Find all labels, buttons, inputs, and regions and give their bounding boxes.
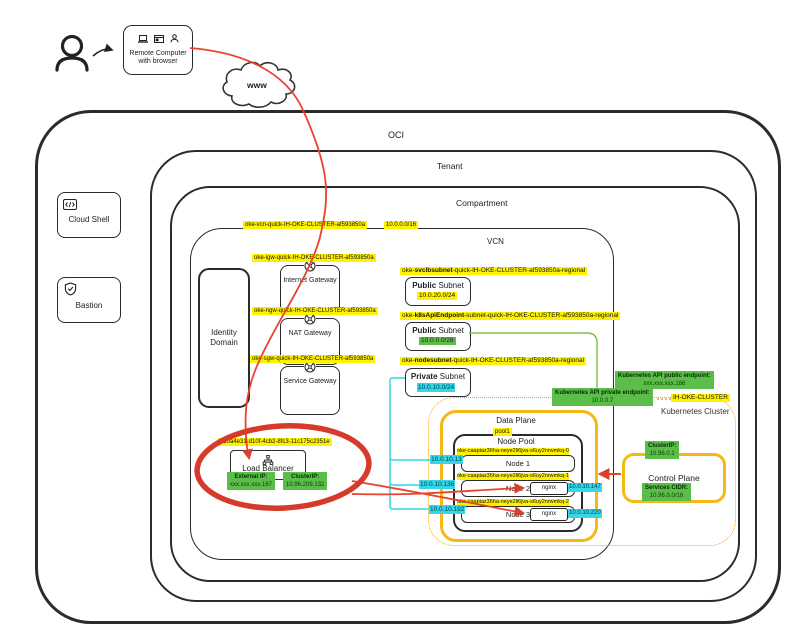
node3-name-label: oke-caapiaz36ha-neye2li6jva-s6uy2nrwmkq-… <box>457 499 569 506</box>
k8sapi-subnet-name-label: oke-k8sApiEndpoint-subnet-quick-IH-OKE-C… <box>400 312 621 320</box>
nat-gateway-label: NAT Gateway <box>288 330 332 337</box>
remote-computer-label: Remote Computer with browser <box>129 50 187 65</box>
control-plane-clusterip-label: ClusterIP:10.96.0.1 <box>645 441 680 459</box>
vcn-label: VCN <box>487 237 504 246</box>
control-plane-title: Control Plane <box>648 473 700 483</box>
k8s-api-private-endpoint-label: Kubernetes API private endpoint:10.0.0.7 <box>552 388 653 406</box>
node2-name-label: oke-caapiaz36ha-neye2li6jva-s6uy2nrwmkq-… <box>457 473 569 480</box>
bastion-box: Bastion <box>57 277 121 323</box>
compartment-label: Compartment <box>456 198 508 208</box>
svclb-subnet-name-label: oke-svclbsubnet-quick-IH-OKE-CLUSTER-af5… <box>400 267 588 275</box>
svclb-subnet-cidr-label: 10.0.20.0/24 <box>417 292 458 300</box>
node2-pod-ip-label: 10.0.10.147 <box>568 483 602 492</box>
internet-gateway-label: Internet Gateway <box>283 277 337 284</box>
node1-box: Node 1 <box>461 455 575 472</box>
igw-name-label: oke-igw-quick-IH-OKE-CLUSTER-af593850a <box>252 254 376 262</box>
service-gateway-label: Service Gateway <box>283 378 337 385</box>
cloud-shell-box: Cloud Shell <box>57 192 121 238</box>
node-pool-name-label: pool1 <box>493 428 512 436</box>
node1-title: Node 1 <box>505 459 531 468</box>
gateway-icon <box>304 260 316 275</box>
node2-title: Node 2 <box>505 484 531 493</box>
user-small-icon <box>170 30 179 48</box>
lb-id-label: b20a4e31-d10f-4cb2-8fc3-11c175c2351e <box>218 438 332 446</box>
bastion-shield-icon <box>64 282 77 301</box>
laptop-icon <box>137 30 148 48</box>
oci-label: OCI <box>388 130 405 140</box>
node-pool-title: Node Pool <box>497 437 535 446</box>
node3-nginx-pod: nginx <box>530 508 568 521</box>
cloud-shell-label: Cloud Shell <box>68 215 110 224</box>
cluster-name-label: IH-OKE-CLUSTER <box>671 394 730 402</box>
data-plane-title: Data Plane <box>496 416 536 425</box>
node2-nginx-pod: nginx <box>530 482 568 495</box>
sgw-name-label: oke-sgw-quick-IH-OKE-CLUSTER-af593850a <box>250 355 376 363</box>
cloud-shell-icon <box>63 197 77 215</box>
node-subnet-name-label: oke-nodesubnet-quick-IH-OKE-CLUSTER-af59… <box>400 357 587 365</box>
lb-external-ip-label: External IP:xxx.xxx.xxx.167 <box>227 472 276 490</box>
k8sapi-subnet-cidr-label: 10.0.0.0/28 <box>419 337 456 345</box>
identity-domain-label: Identity Domain <box>210 328 238 347</box>
node2-ip-label: 10.0.10.136 <box>419 480 456 489</box>
svclb-public-subnet-box: Public Subnet <box>405 277 471 306</box>
vcn-cidr-label: 10.0.0.0/16 <box>384 221 419 229</box>
oci-container <box>35 110 781 624</box>
k8s-api-public-endpoint-label: Kubernetes API public endpoint:xxx.xxx.x… <box>615 371 714 389</box>
tenant-label: Tenant <box>437 161 463 171</box>
node3-pod-ip-label: 10.0.10.220 <box>568 509 602 518</box>
compartment-container <box>170 186 740 582</box>
control-plane-services-cidr-label: Services CIDR:10.96.0.0/16 <box>642 483 692 501</box>
ngw-name-label: oke-ngw-quick-IH-OKE-CLUSTER-af593850a <box>252 307 378 315</box>
service-gateway-box: Service Gateway <box>280 361 340 415</box>
bastion-label: Bastion <box>75 301 103 310</box>
node-subnet-cidr-label: 10.0.10.0/24 <box>417 383 456 392</box>
browser-window-icon <box>153 30 164 48</box>
user-to-computer-arrow <box>92 43 114 57</box>
lb-clusterip-label: ClusterIP:10.96.209.132 <box>283 472 328 490</box>
vcn-name-label: oke-vcn-quick-IH-OKE-CLUSTER-af593850a <box>243 221 368 229</box>
load-balancer-icon <box>262 452 274 470</box>
tenant-container <box>150 150 757 602</box>
identity-domain-box: Identity Domain <box>198 268 250 408</box>
remote-computer-box: Remote Computer with browser <box>123 25 193 75</box>
node1-ip-label: 10.0.10.13 <box>430 455 463 464</box>
node1-name-label: oke-caapiaz36ha-neye2li6jva-s6uy2nrwmkq-… <box>457 448 569 455</box>
node3-ip-label: 10.0.10.192 <box>429 505 466 514</box>
gateway-icon <box>304 361 316 376</box>
kubernetes-cluster-caption: Kubernetes Cluster <box>661 407 730 416</box>
user-icon <box>55 34 89 72</box>
gateway-icon <box>304 313 316 328</box>
node3-title: Node 3 <box>505 510 531 519</box>
www-cloud-label: www <box>247 80 267 90</box>
